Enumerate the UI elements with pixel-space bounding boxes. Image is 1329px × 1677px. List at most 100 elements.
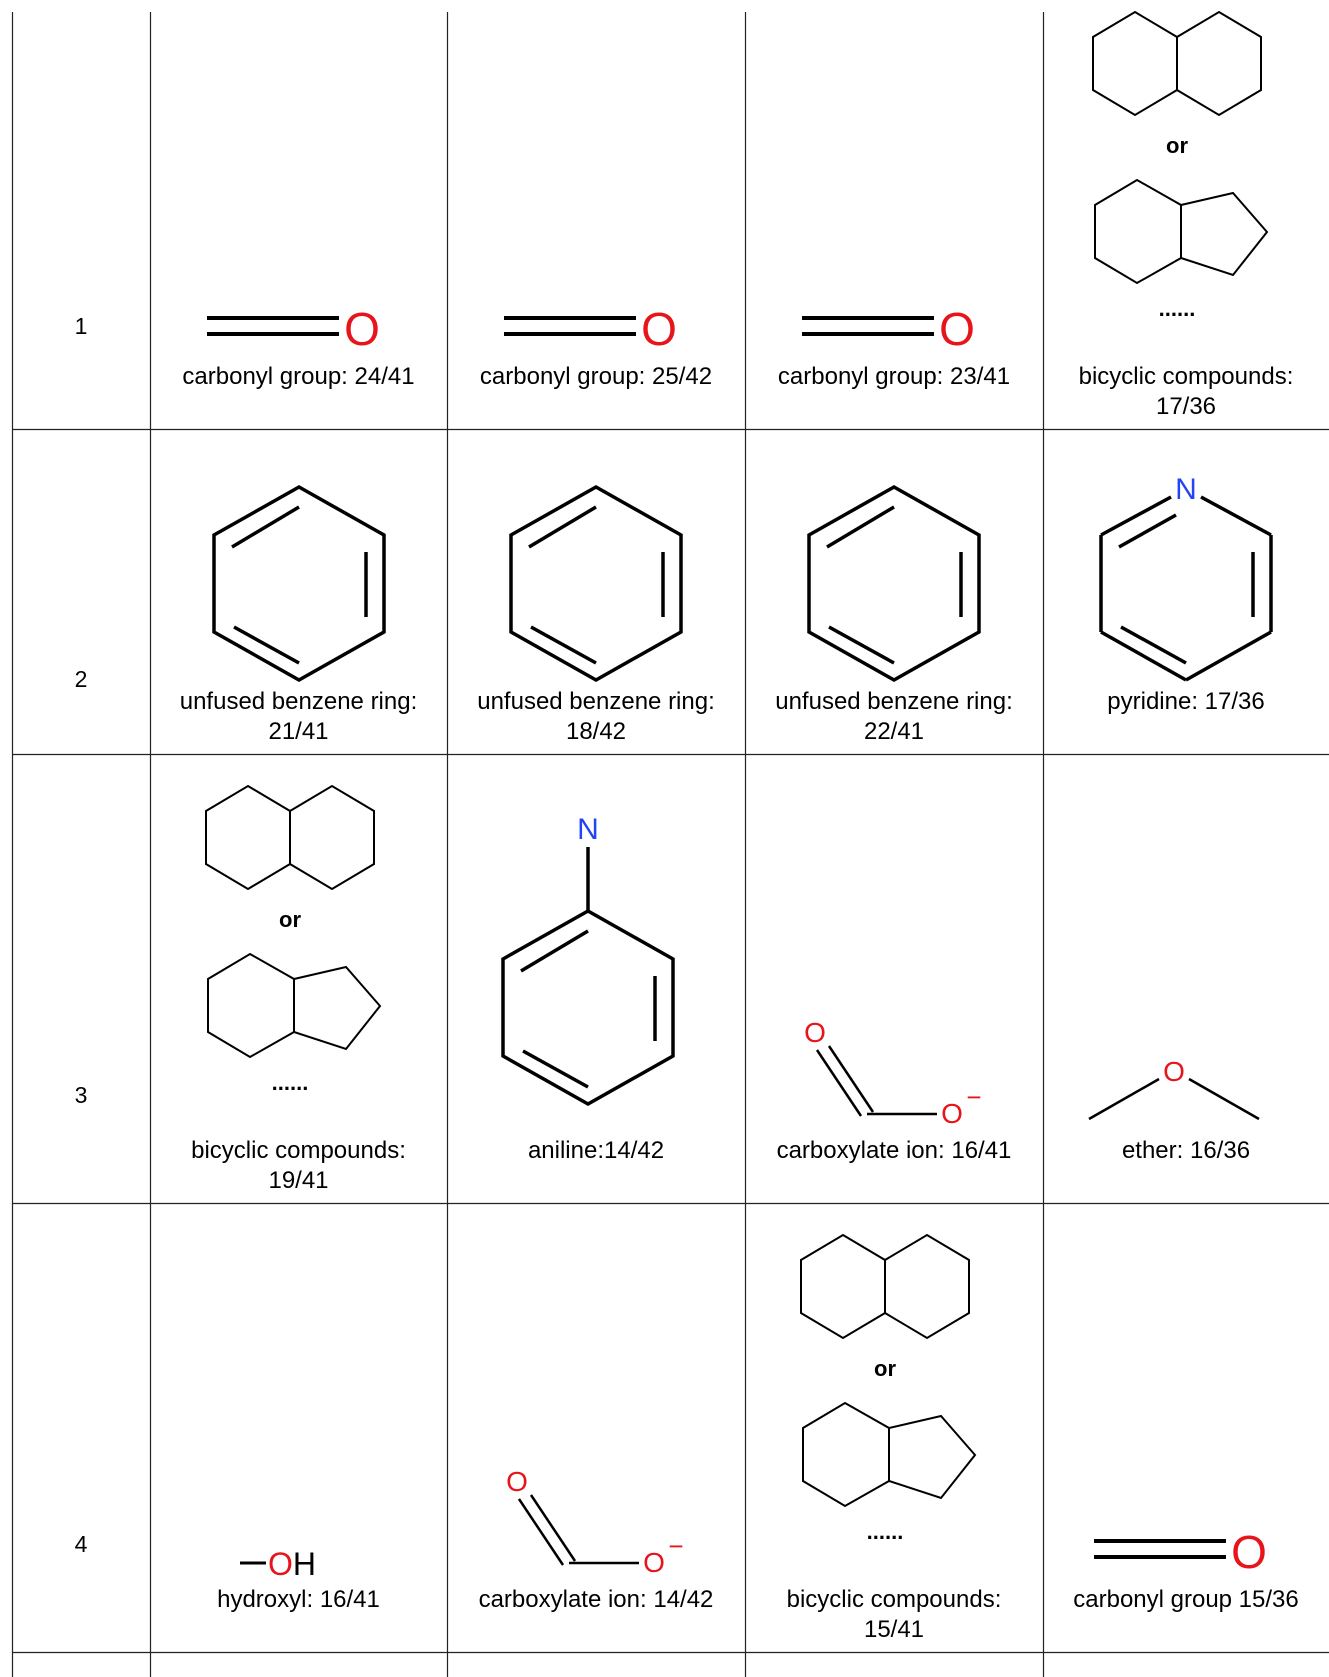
caption-line: aniline:14/42 [527, 1137, 665, 1164]
ring-hexagon [1092, 10, 1178, 117]
inner-bond [1118, 513, 1177, 549]
carbonyl-structure: O [802, 303, 975, 355]
caption-line: 17/36 [1155, 393, 1217, 420]
caption-line: bicyclic compounds: [1078, 363, 1294, 390]
structure-caption: carbonyl group: 25/42 [447, 362, 745, 392]
nitrogen-atom-label: N [1175, 473, 1197, 506]
double-bond-line [815, 1049, 863, 1117]
caption-line: ether: 16/36 [1121, 1137, 1251, 1164]
ring-hexagon [800, 1233, 886, 1340]
caption-line: 21/41 [268, 718, 329, 745]
inner-bond [530, 625, 597, 665]
structure-caption: carbonyl group 15/36 [1043, 1585, 1329, 1615]
aniline-structure: N [501, 813, 675, 1107]
table-cell-aniline: aniline:14/42 N [447, 754, 745, 1203]
carbonyl-structure: O [1094, 1526, 1267, 1578]
structure-caption: carboxylate ion: 16/41 [745, 1136, 1043, 1166]
ring-hexagon [211, 484, 386, 683]
ring-hexagon [1094, 178, 1182, 285]
table-cell-ether: ether: 16/36 O [1043, 754, 1329, 1203]
oxygen-atom-label: O [1163, 1056, 1185, 1087]
bond [1200, 495, 1272, 537]
structure-caption: bicyclic compounds: 15/41 [745, 1585, 1043, 1645]
table-cell-benzene: unfused benzene ring:22/41 [745, 429, 1043, 754]
structure-caption: carboxylate ion: 14/42 [447, 1585, 745, 1615]
or-label: or [1166, 133, 1188, 158]
caption-line: carbonyl group: 24/41 [182, 363, 415, 390]
structure-caption: aniline:14/42 [447, 1136, 745, 1166]
bond [1185, 630, 1272, 682]
table-cell-hydroxyl: hydroxyl: 16/41 OH [150, 1203, 447, 1652]
inner-bond [230, 505, 300, 549]
caption-line: 19/41 [268, 1167, 329, 1194]
bond [1088, 1077, 1160, 1121]
caption-line: carboxylate ion: 14/42 [478, 1586, 714, 1613]
caption-line: 15/41 [863, 1616, 925, 1643]
ring-pentagon [1180, 191, 1269, 277]
bicyclic-structure: or...... [1092, 10, 1269, 321]
hydroxyl-label: OH [268, 1546, 316, 1582]
carbonyl-structure: O [504, 303, 677, 355]
oxygen-atom-label: O [941, 1098, 963, 1129]
ring-hexagon [288, 784, 375, 891]
nitrogen-atom-label: N [577, 813, 599, 846]
structure-caption: carbonyl group: 24/41 [150, 362, 447, 392]
ellipsis-label: ...... [1159, 296, 1196, 321]
inner-bond [828, 625, 895, 665]
oxygen-atom-label: O [641, 303, 677, 355]
row-number: 1 [74, 313, 88, 340]
caption-line: carbonyl group: 23/41 [777, 363, 1011, 390]
ether-structure: O [1088, 1056, 1260, 1121]
inner-bond [528, 505, 597, 549]
double-bond-line [529, 1494, 577, 1562]
ring-hexagon [206, 952, 295, 1059]
carbonyl-structure: O [206, 303, 379, 355]
charge-label: − [966, 1082, 981, 1112]
bond [1100, 630, 1187, 682]
caption-line: unfused benzene ring: [179, 688, 418, 715]
structure-caption: bicyclic compounds:19/41 [150, 1136, 447, 1196]
ellipsis-label: ...... [271, 1070, 308, 1095]
inner-bond [232, 625, 300, 665]
structure-caption: unfused benzene ring: 21/41 [150, 687, 447, 747]
caption-line: hydroxyl: 16/41 [217, 1586, 380, 1613]
charge-label: − [668, 1531, 683, 1561]
caption-line: 18/42 [565, 718, 627, 745]
ring-hexagon [501, 908, 675, 1107]
inner-bond [520, 929, 589, 973]
table-cell-bicyclic: bicyclic compounds: 15/41 or...... [745, 1203, 1043, 1652]
structure-caption: carbonyl group: 23/41 [745, 362, 1043, 392]
caption-line: carboxylate ion: 16/41 [776, 1137, 1012, 1164]
carboxylate-structure: OO− [506, 1466, 683, 1578]
bond [1188, 1077, 1260, 1121]
inner-bond [826, 505, 895, 549]
structure-caption: ether: 16/36 [1043, 1136, 1329, 1166]
caption-line: carbonyl group 15/36 [1073, 1586, 1299, 1613]
table-cell-bicyclic: bicyclic compounds:19/41 or...... [150, 754, 447, 1203]
bond [1100, 495, 1172, 537]
bicyclic-structure: or...... [800, 1233, 977, 1544]
oxygen-atom-label: O [1231, 1526, 1267, 1578]
oxygen-atom-label: O [939, 303, 975, 355]
ellipsis-label: ...... [867, 1519, 904, 1544]
ring-hexagon [884, 1233, 970, 1340]
caption-line: carbonyl group: 25/42 [479, 363, 713, 390]
inner-bond [522, 1049, 589, 1089]
caption-line: bicyclic compounds: [786, 1586, 1002, 1613]
caption-line: unfused benzene ring: [477, 688, 715, 715]
oxygen-atom-label: O [643, 1547, 665, 1578]
structure-caption: bicyclic compounds: 17/36 [1043, 362, 1329, 422]
caption-line: 22/41 [863, 718, 925, 745]
row-number: 3 [74, 1081, 88, 1108]
table-cell-carbonyl: carbonyl group 15/36 O [1043, 1203, 1329, 1652]
hydroxyl-structure: OH [239, 1546, 316, 1582]
bicyclic-structure: or...... [204, 784, 381, 1095]
table-cell-carbonyl: carbonyl group: 24/41 O [150, 0, 447, 429]
table-cell-bicyclic: bicyclic compounds: 17/36 or...... [1043, 0, 1329, 429]
inner-bond [1120, 625, 1187, 665]
or-label: or [279, 907, 301, 932]
structure-caption: unfused benzene ring: 18/42 [447, 687, 745, 747]
benzene-structure [807, 484, 981, 683]
